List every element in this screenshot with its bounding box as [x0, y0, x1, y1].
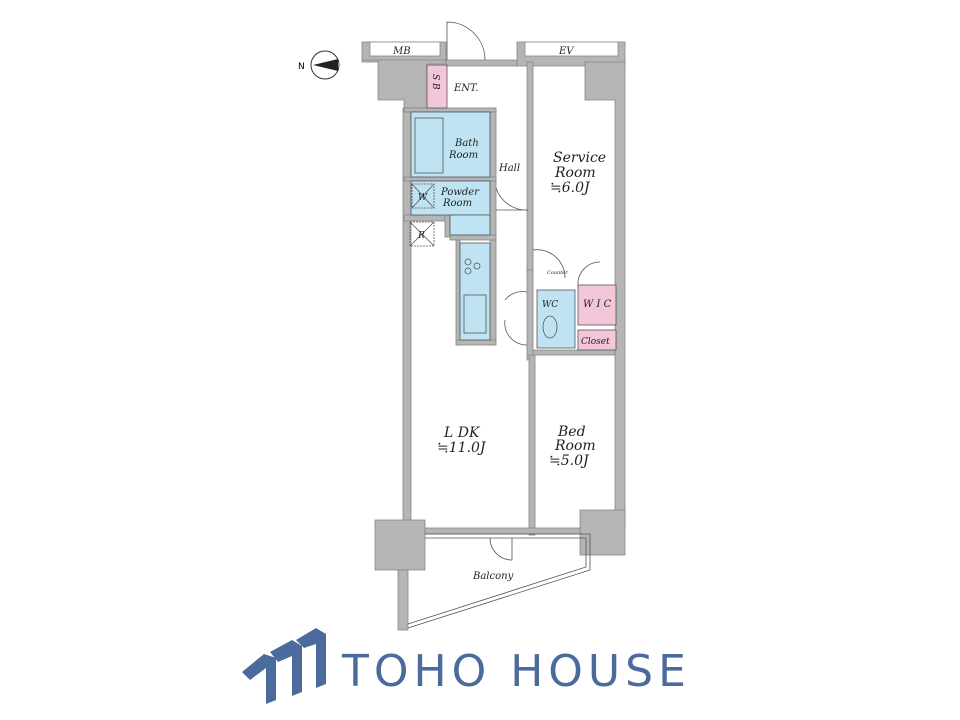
- toho-house-logo-icon: [242, 628, 326, 704]
- entrance-label: ENT.: [453, 83, 478, 94]
- balcony-area: [407, 533, 591, 629]
- sb-label: S B: [430, 74, 440, 90]
- company-logo-text: TOHO HOUSE: [342, 646, 691, 697]
- counter-label: Counter: [547, 270, 568, 276]
- ldk-label: L DK: [443, 425, 481, 441]
- service-label-1: Service: [553, 150, 606, 166]
- refrigerator-label: R: [417, 231, 425, 241]
- balcony-label: Balcony: [472, 571, 514, 582]
- kitchen-counter: [459, 242, 491, 341]
- bath-label-1: Bath: [454, 138, 479, 149]
- ldk-area-label: ≒11.0J: [437, 440, 487, 456]
- closet: [577, 329, 617, 351]
- powder-label-1: Powder: [440, 187, 480, 198]
- bed-area-label: ≒5.0J: [549, 453, 590, 469]
- wc-room: [536, 289, 576, 349]
- ev-label: EV: [558, 46, 575, 57]
- bed-label-1: Bed: [557, 424, 586, 440]
- north-label: N: [298, 62, 305, 72]
- hall-label: Hall: [498, 163, 520, 174]
- walk-in-closet: [577, 284, 617, 326]
- wic-label: W I C: [583, 299, 612, 310]
- powder-room: [410, 180, 491, 216]
- powder-label-2: Room: [442, 198, 472, 209]
- washer-label: W: [418, 193, 428, 203]
- service-label-2: Room: [554, 165, 596, 181]
- exterior-walls: [361, 41, 626, 631]
- wc-label: WC: [542, 300, 558, 310]
- service-area-label: ≒6.0J: [550, 180, 591, 196]
- bath-label-2: Room: [448, 150, 478, 161]
- bed-label-2: Room: [554, 438, 596, 454]
- bath-room: [410, 111, 491, 178]
- doors: [446, 21, 601, 561]
- closet-label: Closet: [581, 337, 610, 347]
- compass-icon: N: [298, 50, 340, 80]
- mb-label: MB: [392, 46, 411, 57]
- shoe-box: [426, 64, 448, 109]
